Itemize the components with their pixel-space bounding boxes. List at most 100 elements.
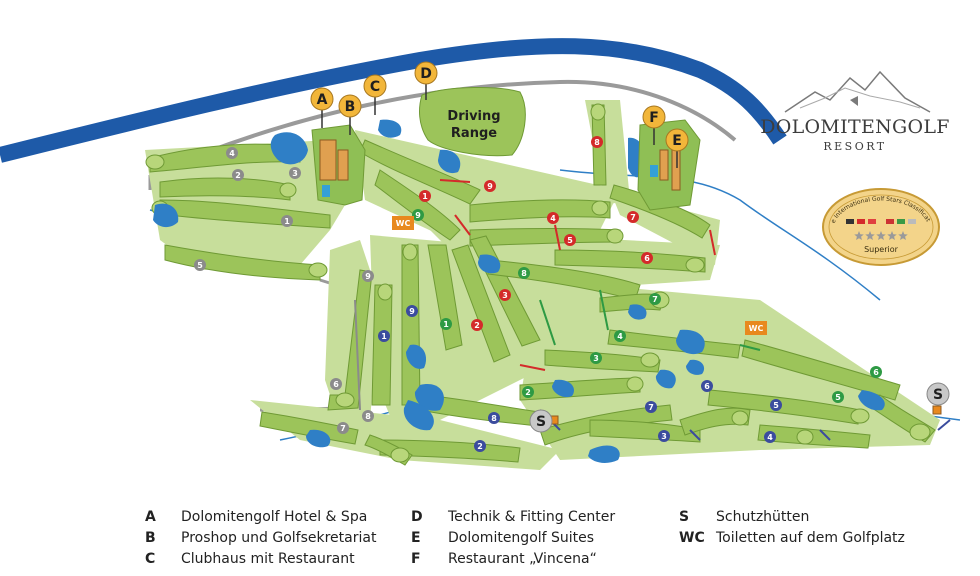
brand-name: DOLOMITENGOLF xyxy=(760,116,950,138)
hole-green-1: 1 xyxy=(440,318,452,330)
hole-green-9: 9 xyxy=(412,209,424,221)
hole-red-4: 4 xyxy=(547,212,559,224)
hole-blue-9: 9 xyxy=(406,305,418,317)
svg-text:5: 5 xyxy=(835,393,841,402)
legend-column-2: D Technik & Fitting Center E Dolomitengo… xyxy=(411,506,615,569)
svg-text:S: S xyxy=(933,387,943,403)
svg-text:S: S xyxy=(536,414,546,430)
svg-text:2: 2 xyxy=(474,321,480,330)
hole-green-4: 4 xyxy=(614,330,626,342)
legend-key: B xyxy=(145,529,156,546)
marker-s-center[interactable]: S xyxy=(529,409,559,433)
mountain-logo-icon xyxy=(784,70,931,113)
hole-red-3: 3 xyxy=(499,289,511,301)
svg-text:3: 3 xyxy=(502,291,508,300)
star-icon xyxy=(865,231,875,241)
svg-text:9: 9 xyxy=(365,272,371,281)
legend-label: Toiletten auf dem Golfplatz xyxy=(716,529,905,546)
svg-text:8: 8 xyxy=(521,269,527,278)
hole-grey-4: 4 xyxy=(226,147,238,159)
svg-text:1: 1 xyxy=(443,320,449,329)
hole-blue-6: 6 xyxy=(701,380,713,392)
marker-c[interactable]: C xyxy=(363,74,387,115)
svg-text:F: F xyxy=(649,110,659,126)
svg-text:A: A xyxy=(317,92,328,108)
hole-green-5: 5 xyxy=(832,391,844,403)
legend-item: F Restaurant „Vincena“ xyxy=(411,548,615,569)
hole-green-7: 7 xyxy=(649,293,661,305)
legend-label: Proshop und Golfsekretariat xyxy=(181,529,377,546)
marker-s-east[interactable]: S xyxy=(926,382,950,415)
legend-label: Schutzhütten xyxy=(716,508,810,525)
hole-grey-8: 8 xyxy=(362,410,374,422)
map-legend: A Dolomitengolf Hotel & Spa B Proshop un… xyxy=(0,500,980,576)
driving-range: Driving Range xyxy=(419,86,526,157)
svg-text:6: 6 xyxy=(333,380,339,389)
holes-blue-course: 1 2 3 4 5 6 7 8 9 xyxy=(378,305,782,452)
svg-text:1: 1 xyxy=(284,217,290,226)
hole-blue-4: 4 xyxy=(764,431,776,443)
svg-text:4: 4 xyxy=(767,433,773,442)
legend-key: A xyxy=(145,508,156,525)
svg-text:4: 4 xyxy=(229,149,235,158)
star-icon xyxy=(898,231,908,241)
svg-text:7: 7 xyxy=(340,424,346,433)
marker-e[interactable]: E xyxy=(665,128,689,168)
legend-key: S xyxy=(679,508,690,525)
badge-flags xyxy=(846,219,916,224)
svg-text:2: 2 xyxy=(525,388,531,397)
legend-item: A Dolomitengolf Hotel & Spa xyxy=(145,506,376,527)
driving-range-label-2: Range xyxy=(451,126,497,141)
svg-text:6: 6 xyxy=(644,254,650,263)
marker-b[interactable]: B xyxy=(338,94,362,135)
hole-grey-1: 1 xyxy=(281,215,293,227)
svg-text:E: E xyxy=(672,133,682,149)
svg-text:2: 2 xyxy=(477,442,483,451)
svg-text:1: 1 xyxy=(381,332,387,341)
svg-text:7: 7 xyxy=(652,295,658,304)
hole-grey-9: 9 xyxy=(362,270,374,282)
legend-item: B Proshop und Golfsekretariat xyxy=(145,527,376,548)
legend-label: Dolomitengolf Hotel & Spa xyxy=(181,508,368,525)
svg-text:3: 3 xyxy=(593,354,599,363)
greens xyxy=(145,103,931,463)
hole-green-2: 2 xyxy=(522,386,534,398)
main-road xyxy=(149,79,737,177)
svg-text:9: 9 xyxy=(487,182,493,191)
hole-blue-2: 2 xyxy=(474,440,486,452)
hole-grey-5: 5 xyxy=(194,259,206,271)
star-icon xyxy=(887,231,897,241)
hole-blue-8: 8 xyxy=(488,412,500,424)
marker-wc-center[interactable]: WC xyxy=(392,216,414,230)
hole-red-2: 2 xyxy=(471,319,483,331)
legend-label: Technik & Fitting Center xyxy=(448,508,616,525)
svg-text:1: 1 xyxy=(422,192,428,201)
hole-grey-7: 7 xyxy=(337,422,349,434)
river xyxy=(0,38,787,163)
legend-item: WC Toiletten auf dem Golfplatz xyxy=(679,527,905,548)
star-icon xyxy=(854,231,864,241)
svg-text:3: 3 xyxy=(661,432,667,441)
hole-green-6: 6 xyxy=(870,366,882,378)
svg-text:3: 3 xyxy=(292,169,298,178)
marker-d[interactable]: D xyxy=(414,61,438,100)
holes-red-course: 1 2 3 4 5 6 7 8 9 xyxy=(419,136,653,331)
marker-f[interactable]: F xyxy=(642,105,666,145)
legend-item: S Schutzhütten xyxy=(679,506,905,527)
brand-subtitle: RESORT xyxy=(823,140,887,153)
svg-text:5: 5 xyxy=(567,236,573,245)
svg-text:WC: WC xyxy=(749,324,764,333)
legend-key: E xyxy=(411,529,421,546)
hole-red-5: 5 xyxy=(564,234,576,246)
brand-logo: DOLOMITENGOLF RESORT xyxy=(760,64,950,156)
marker-a[interactable]: A xyxy=(310,87,334,128)
hole-grey-2: 2 xyxy=(232,169,244,181)
marker-wc-east[interactable]: WC xyxy=(745,321,767,335)
holes-grey-course: 1 2 3 4 5 6 7 8 9 xyxy=(194,147,374,434)
hole-red-7: 7 xyxy=(627,211,639,223)
svg-text:2: 2 xyxy=(235,171,241,180)
svg-text:9: 9 xyxy=(415,211,421,220)
svg-text:8: 8 xyxy=(594,138,600,147)
legend-label: Clubhaus mit Restaurant xyxy=(181,550,355,567)
hole-red-6: 6 xyxy=(641,252,653,264)
